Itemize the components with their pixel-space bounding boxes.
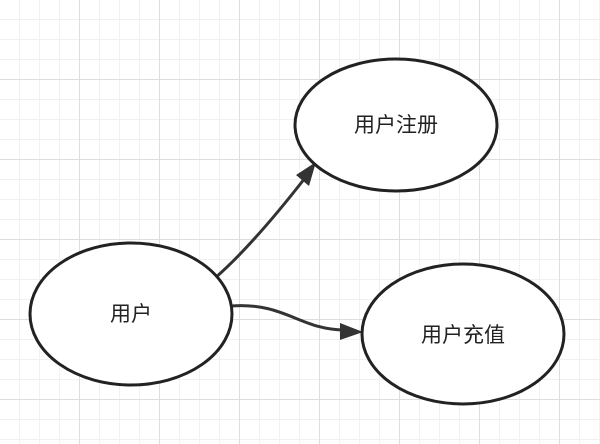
node-recharge-label: 用户充值 [421,323,505,347]
node-user-label: 用户 [110,302,152,326]
node-user[interactable]: 用户 [28,241,234,387]
arrowhead-recharge [340,323,363,340]
node-register[interactable]: 用户注册 [293,57,499,193]
node-recharge-shape [360,262,566,406]
node-recharge[interactable]: 用户充值 [360,262,566,406]
node-register-label: 用户注册 [354,113,438,137]
node-register-shape [293,57,499,193]
arrowhead-register [296,162,316,186]
node-user-shape [28,241,234,387]
edge-user-to-recharge [230,304,346,332]
edge-user-to-register [214,177,307,280]
